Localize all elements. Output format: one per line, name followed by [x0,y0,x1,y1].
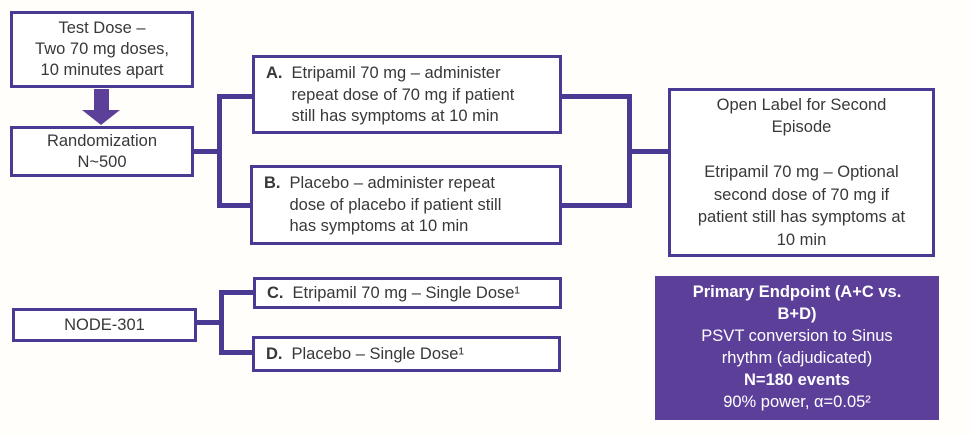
endpoint-power: 90% power, α=0.05² [723,393,871,411]
down-arrow-icon [94,89,109,111]
connector-to-arm-d [219,350,253,355]
endpoint-title: Primary Endpoint (A+C vs. B+D) [692,283,902,323]
arm-b-label: B. [264,174,281,192]
randomization-box: Randomization N~500 [10,126,194,177]
open-label-text: Open Label for Second Episode Etripamil … [697,95,906,249]
connector-node301-split-vertical [219,290,224,355]
test-dose-box: Test Dose – Two 70 mg doses, 10 minutes … [10,11,194,88]
connector-to-arm-b [217,203,252,208]
arm-b-box: B. Placebo – administer repeat dose of p… [250,165,562,245]
connector-from-arm-b [559,203,632,208]
endpoint-detail: PSVT conversion to Sinus rhythm (adjudic… [701,327,893,367]
down-arrow-head-icon [82,110,120,125]
connector-from-arm-a [559,94,632,99]
arm-d-text: Placebo – Single Dose¹ [291,344,464,363]
connector-to-arm-c [219,290,253,295]
primary-endpoint-box: Primary Endpoint (A+C vs. B+D) PSVT conv… [655,276,939,420]
endpoint-events: N=180 events [744,371,850,389]
randomization-text: Randomization N~500 [46,131,158,171]
arm-d-box: D. Placebo – Single Dose¹ [252,336,561,372]
arm-c-text: Etripamil 70 mg – Single Dose¹ [292,283,520,302]
node-301-box: NODE-301 [12,308,197,342]
arm-a-text: Etripamil 70 mg – administer repeat dose… [291,64,515,125]
arm-d-label: D. [266,344,283,363]
arm-a-box: A. Etripamil 70 mg – administer repeat d… [252,55,562,134]
node-301-text: NODE-301 [64,315,145,334]
connector-randomization-split-vertical [217,94,222,208]
test-dose-text: Test Dose – Two 70 mg doses, 10 minutes … [35,19,169,79]
arm-a-label: A. [266,64,283,82]
arm-c-label: C. [267,283,284,302]
arm-b-text: Placebo – administer repeat dose of plac… [289,174,502,235]
arm-c-box: C. Etripamil 70 mg – Single Dose¹ [253,277,562,309]
connector-randomization-stub [193,149,222,154]
connector-to-open-label [627,149,668,154]
open-label-box: Open Label for Second Episode Etripamil … [668,88,935,257]
connector-to-arm-a [217,94,252,99]
connector-node301-stub [196,320,224,325]
